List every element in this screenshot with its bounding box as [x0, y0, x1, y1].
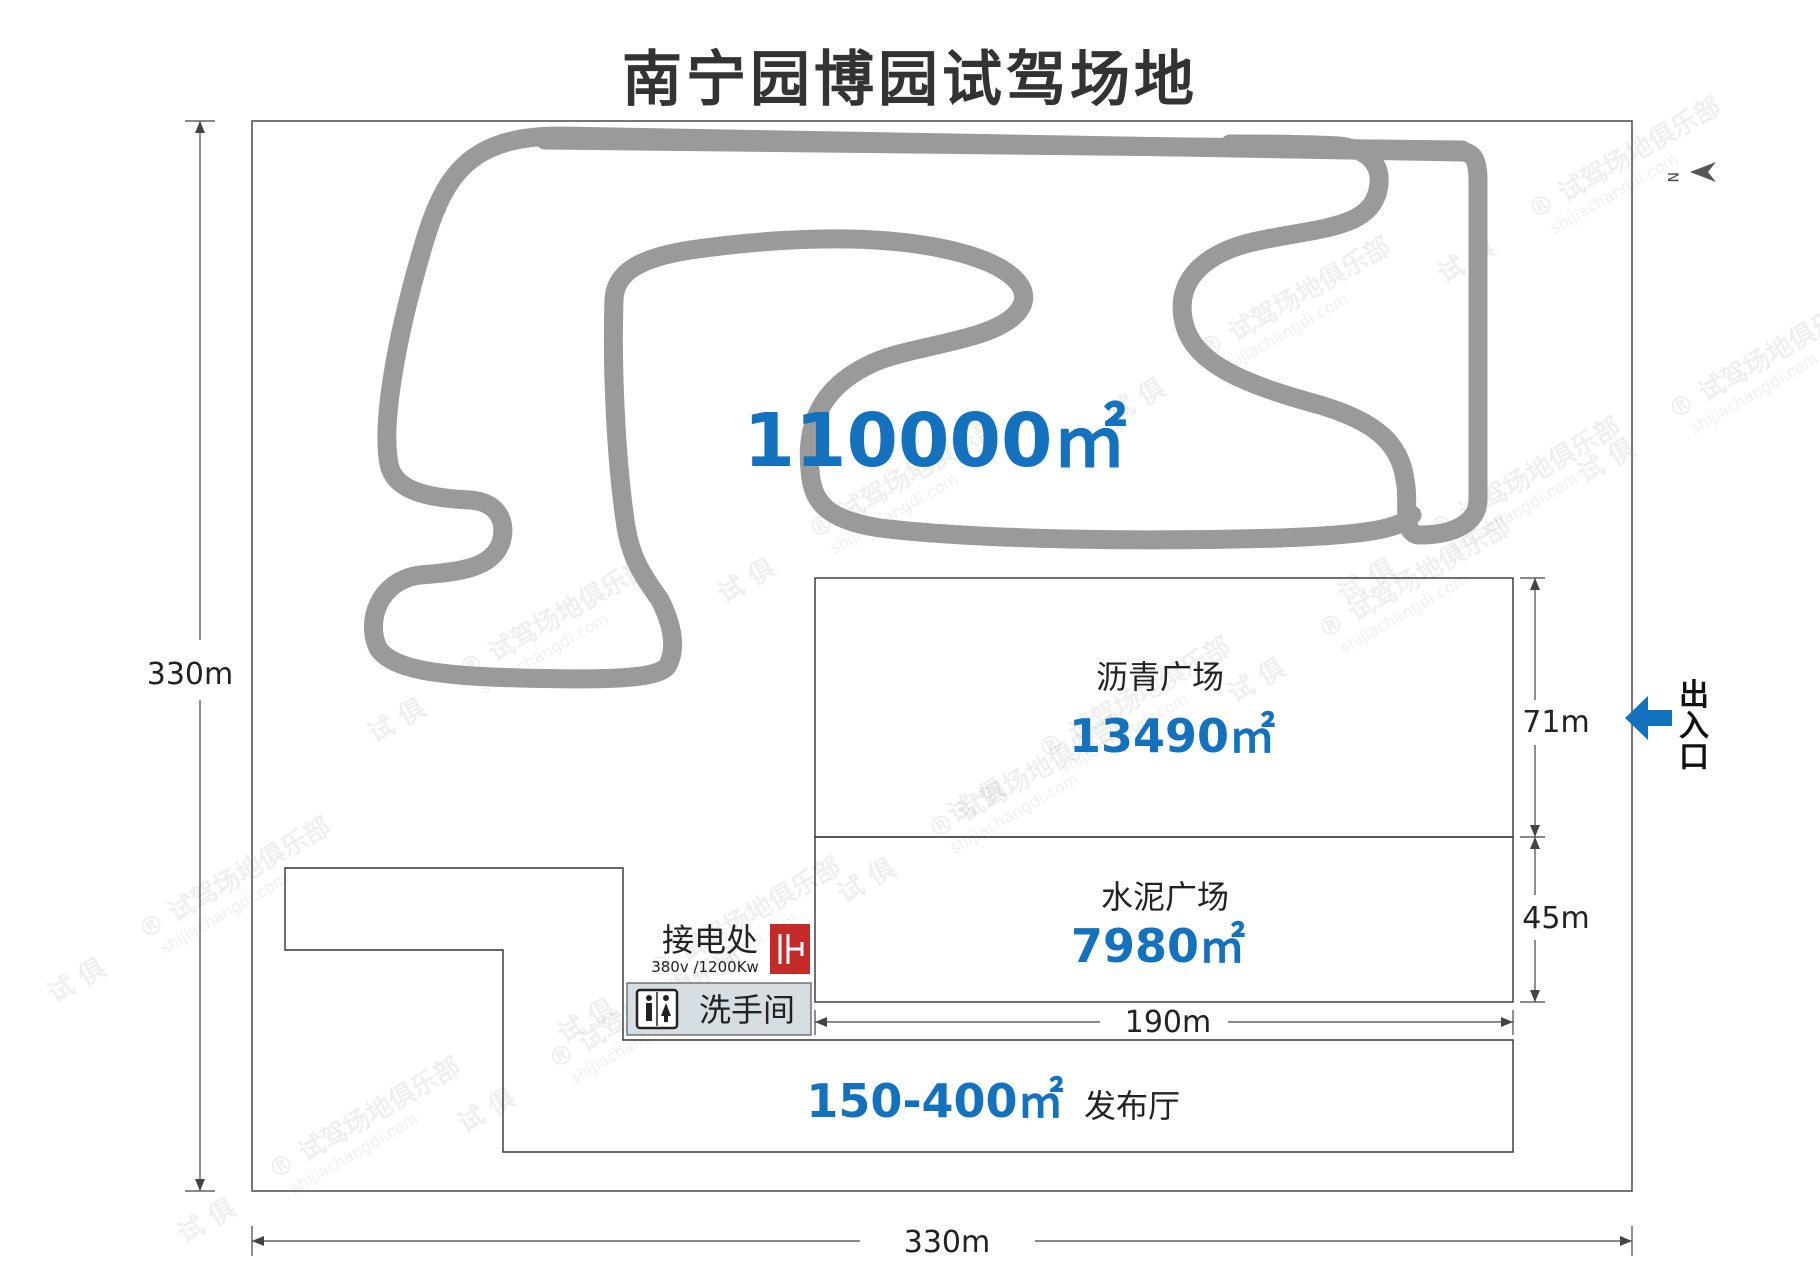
- arrow-left-icon: [1625, 696, 1672, 740]
- watermark-logo: 试 俱: [172, 1192, 240, 1249]
- hall-area: 150-400㎡: [806, 1074, 1063, 1128]
- north-arrow-icon: N: [1664, 162, 1716, 182]
- compass-label: N: [1664, 172, 1680, 182]
- watermark-brand: ® 试驾场地俱乐部: [1523, 91, 1726, 226]
- watermark-brand: ® 试驾场地俱乐部: [133, 811, 336, 946]
- asphalt-height-label: 71m: [1522, 705, 1589, 740]
- power-spec: 380v /1200Kw: [651, 958, 759, 976]
- restroom-label: 洗手间: [699, 991, 795, 1029]
- watermark-logo: 试 俱: [42, 952, 110, 1009]
- asphalt-label: 沥青广场: [1096, 658, 1224, 696]
- page-title: 南宁园博园试驾场地: [622, 45, 1198, 115]
- entrance-marker: 出 入 口: [1625, 678, 1709, 775]
- plaza-width-dimension: 190m: [814, 1005, 1514, 1040]
- watermark-logo: 试 俱: [1222, 652, 1290, 709]
- watermark-brand: ® 试驾场地俱乐部: [263, 1051, 466, 1186]
- entrance-char-2: 入: [1679, 709, 1709, 744]
- plaza-width-label: 190m: [1125, 1005, 1211, 1040]
- restroom-icon: [635, 988, 679, 1030]
- power-label: 接电处: [662, 921, 758, 959]
- site-boundary: [251, 120, 1633, 1192]
- restroom-sign: 洗手间: [626, 982, 812, 1036]
- launch-hall-area: [284, 867, 1514, 1153]
- entrance-char-3: 口: [1679, 740, 1709, 775]
- width-label: 330m: [904, 1225, 990, 1260]
- height-label: 330m: [147, 657, 233, 692]
- track-top-straight: [535, 130, 1472, 160]
- watermark-logo: 试 俱: [832, 852, 900, 909]
- cement-label: 水泥广场: [1101, 878, 1229, 916]
- entrance-char-1: 出: [1679, 678, 1709, 713]
- power-socket-icon: [770, 924, 810, 974]
- watermark-logo: 试 俱: [452, 1082, 520, 1139]
- height-dimension: 330m: [147, 120, 233, 1192]
- cement-area: 7980㎡: [1071, 919, 1245, 973]
- plaza-height-dimensions: 71m 45m: [1520, 577, 1590, 1003]
- width-dimension: 330m: [251, 1225, 1633, 1260]
- hall-label: 发布厅: [1084, 1087, 1180, 1125]
- cement-plaza: [814, 836, 1514, 1003]
- watermark-logo: 试 俱: [362, 692, 430, 749]
- watermark-logo: 试 俱: [712, 552, 780, 609]
- track-lane: [364, 126, 1488, 689]
- power-station: 接电处 380v /1200Kw: [651, 921, 810, 976]
- watermark-logo: 试 俱: [1432, 232, 1500, 289]
- asphalt-area: 13490㎡: [1069, 709, 1275, 763]
- cement-height-label: 45m: [1522, 901, 1589, 936]
- track-area: 110000㎡: [744, 398, 1127, 484]
